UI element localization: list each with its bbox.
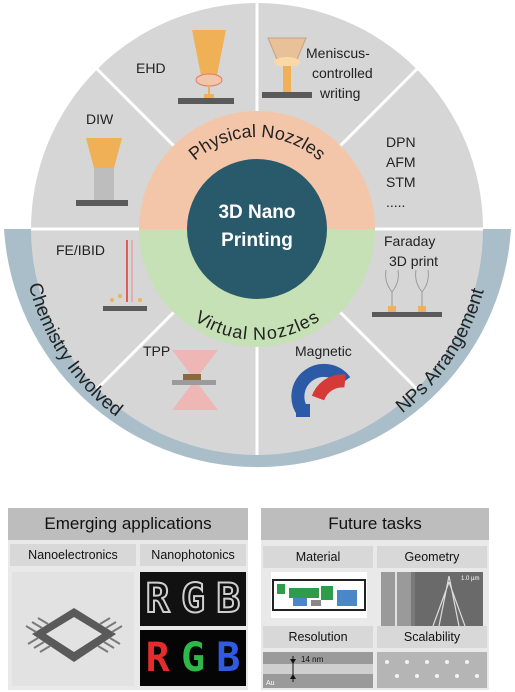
nanoelectronics-label: Nanoelectronics (10, 544, 136, 566)
rgb-gray-g: G (180, 575, 206, 623)
center-title-line1: 3D Nano (218, 202, 295, 223)
faraday-label-1: Faraday (384, 233, 435, 249)
chip-frame-illustration (25, 608, 123, 662)
scalability-illustration (385, 660, 479, 678)
rgb-color-g: G (180, 635, 206, 681)
feibid-label: FE/IBID (56, 242, 105, 258)
faraday-label-2: 3D print (389, 253, 438, 269)
faraday-illustration (372, 269, 442, 317)
afm-label: AFM (386, 154, 416, 170)
diw-nozzle-illustration (76, 138, 128, 206)
resolution-image: 14 nm Au (263, 652, 373, 688)
nanoelectronics-image (12, 572, 134, 686)
stm-label: STM (386, 174, 416, 190)
meniscus-nozzle-illustration (262, 37, 312, 98)
material-illustration (272, 579, 366, 611)
rgb-gray-image: R G B (140, 572, 246, 626)
future-tasks-title: Future tasks (261, 508, 489, 540)
diw-label: DIW (86, 111, 114, 127)
scalability-image (377, 652, 487, 688)
scalability-label: Scalability (377, 626, 487, 648)
magnetic-label: Magnetic (295, 343, 352, 359)
emerging-applications-panel: Emerging applications Nanoelectronics Na… (8, 508, 248, 690)
ehd-label: EHD (136, 60, 166, 76)
emerging-applications-title: Emerging applications (8, 508, 248, 540)
center-circle (187, 159, 327, 299)
nanophotonics-label: Nanophotonics (140, 544, 246, 566)
tpp-label: TPP (143, 343, 170, 359)
resolution-label: Resolution (263, 626, 373, 648)
geometry-image: 1.0 µm (381, 572, 483, 626)
meniscus-label-1: Meniscus- (306, 45, 370, 61)
feibid-beam-illustration (103, 240, 147, 311)
geometry-label: Geometry (377, 546, 487, 568)
ehd-nozzle-illustration (178, 30, 234, 104)
future-tasks-panel: Future tasks Material Geometry 1.0 µm Re… (261, 508, 489, 690)
resolution-scale-label: 14 nm (301, 655, 324, 664)
material-image (271, 572, 367, 618)
geometry-scale-label: 1.0 µm (461, 576, 479, 582)
meniscus-label-3: writing (319, 85, 360, 101)
magnet-icon (291, 363, 351, 417)
resolution-illustration: 14 nm Au (263, 655, 373, 687)
au-label: Au (266, 680, 275, 687)
rgb-gray-r: R (145, 575, 171, 623)
geometry-illustration: 1.0 µm (381, 572, 483, 626)
meniscus-label-2: controlled (312, 65, 373, 81)
tpp-laser-illustration (172, 350, 218, 410)
rgb-color-r: R (145, 635, 170, 681)
rgb-color-b: B (216, 635, 241, 681)
dpn-label: DPN (386, 134, 416, 150)
center-title-line2: Printing (221, 230, 293, 251)
printing-wheel-diagram: 3D Nano Printing Physical Nozzles Virtua… (4, 3, 511, 468)
rgb-color-image: R G B (140, 630, 246, 686)
material-label: Material (263, 546, 373, 568)
rgb-gray-b: B (215, 575, 241, 623)
etc-label: ..... (386, 194, 405, 210)
